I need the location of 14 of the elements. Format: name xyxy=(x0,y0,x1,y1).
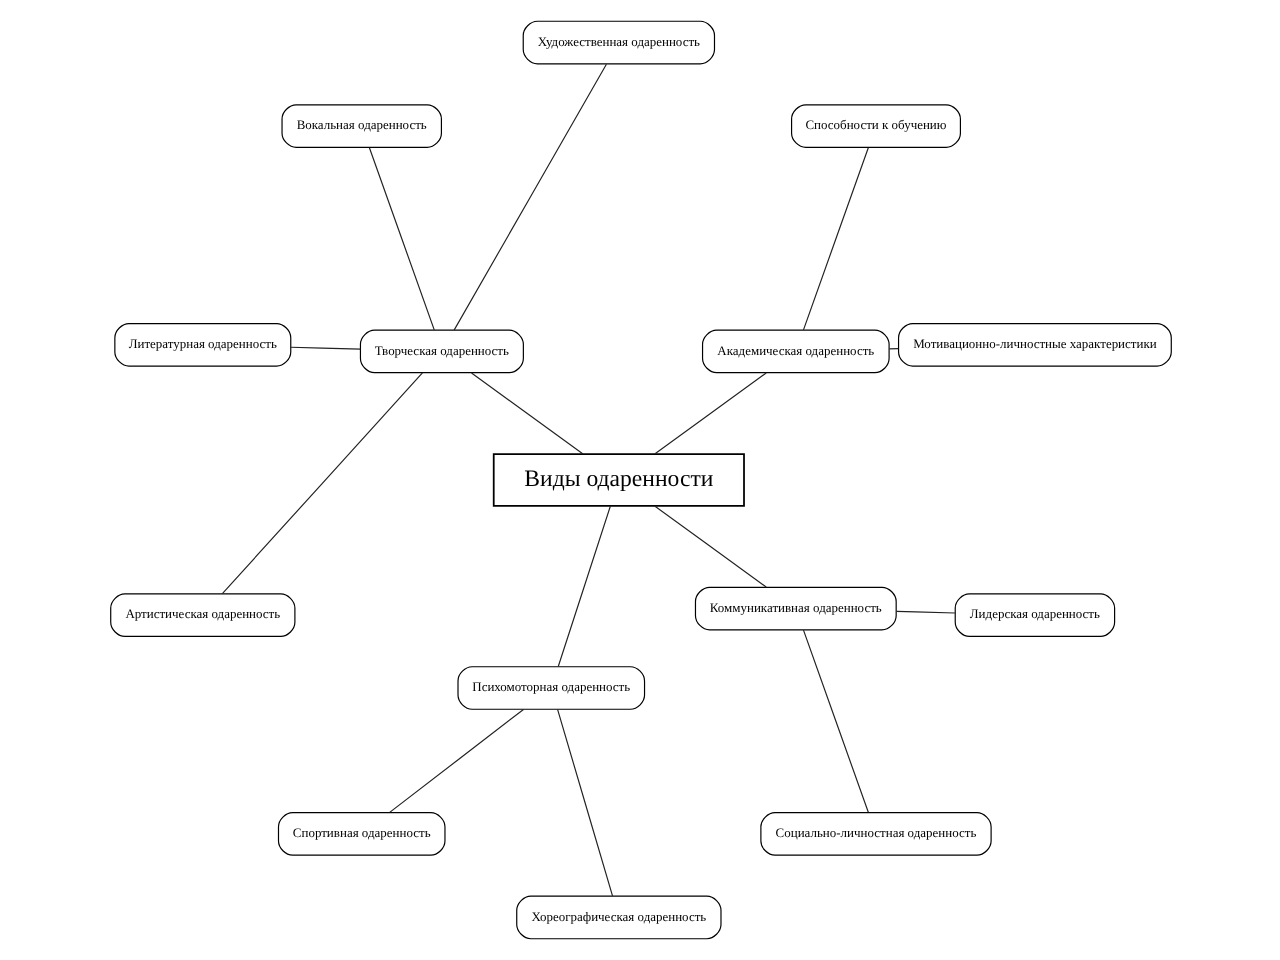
connector xyxy=(289,346,360,350)
connector xyxy=(801,147,868,331)
connector xyxy=(452,63,606,331)
connector xyxy=(653,372,766,455)
connector xyxy=(469,372,583,455)
node-box: Виды одаренности xyxy=(491,453,744,507)
connector xyxy=(556,708,613,897)
connector xyxy=(556,505,610,668)
connector xyxy=(653,505,766,588)
connector xyxy=(388,708,524,813)
connector xyxy=(367,147,434,331)
connector xyxy=(894,610,955,614)
connector xyxy=(801,629,868,813)
connector xyxy=(220,372,422,595)
